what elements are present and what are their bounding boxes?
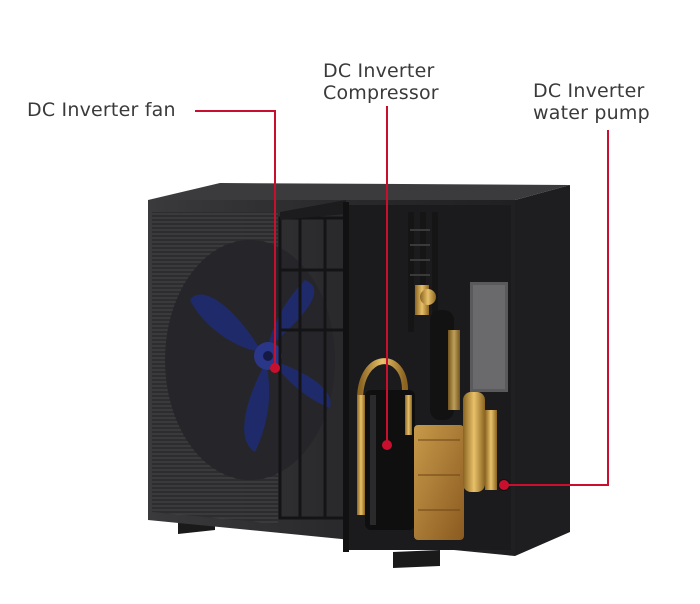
compartment-divider <box>343 202 349 552</box>
unit-side-panel <box>515 185 570 556</box>
callout-lines <box>195 106 609 486</box>
unit-top-panel <box>148 183 570 200</box>
water-pump-label-line2: water pump <box>533 102 650 124</box>
fan-label-text: DC Inverter fan <box>27 99 176 121</box>
compressor-label-line2: Compressor <box>323 82 439 104</box>
top-bracket <box>280 200 346 220</box>
heat-exchanger-icon <box>414 425 464 540</box>
fan-callout-label: DC Inverter fan <box>27 99 176 121</box>
water-pump-label-line1: DC Inverter <box>533 80 645 102</box>
callout-dots <box>270 363 509 490</box>
water-pump-icon <box>463 282 510 492</box>
compressor-callout-label: DC Inverter Compressor <box>323 60 439 104</box>
internal-frame <box>278 216 348 520</box>
fan-blade-icon <box>165 240 335 480</box>
compressor-label-line1: DC Inverter <box>323 60 435 82</box>
water-pump-callout-label: DC Inverter water pump <box>533 80 650 124</box>
pipe-coils <box>408 212 438 342</box>
compressor-icon <box>357 358 415 530</box>
accumulator <box>415 285 460 420</box>
